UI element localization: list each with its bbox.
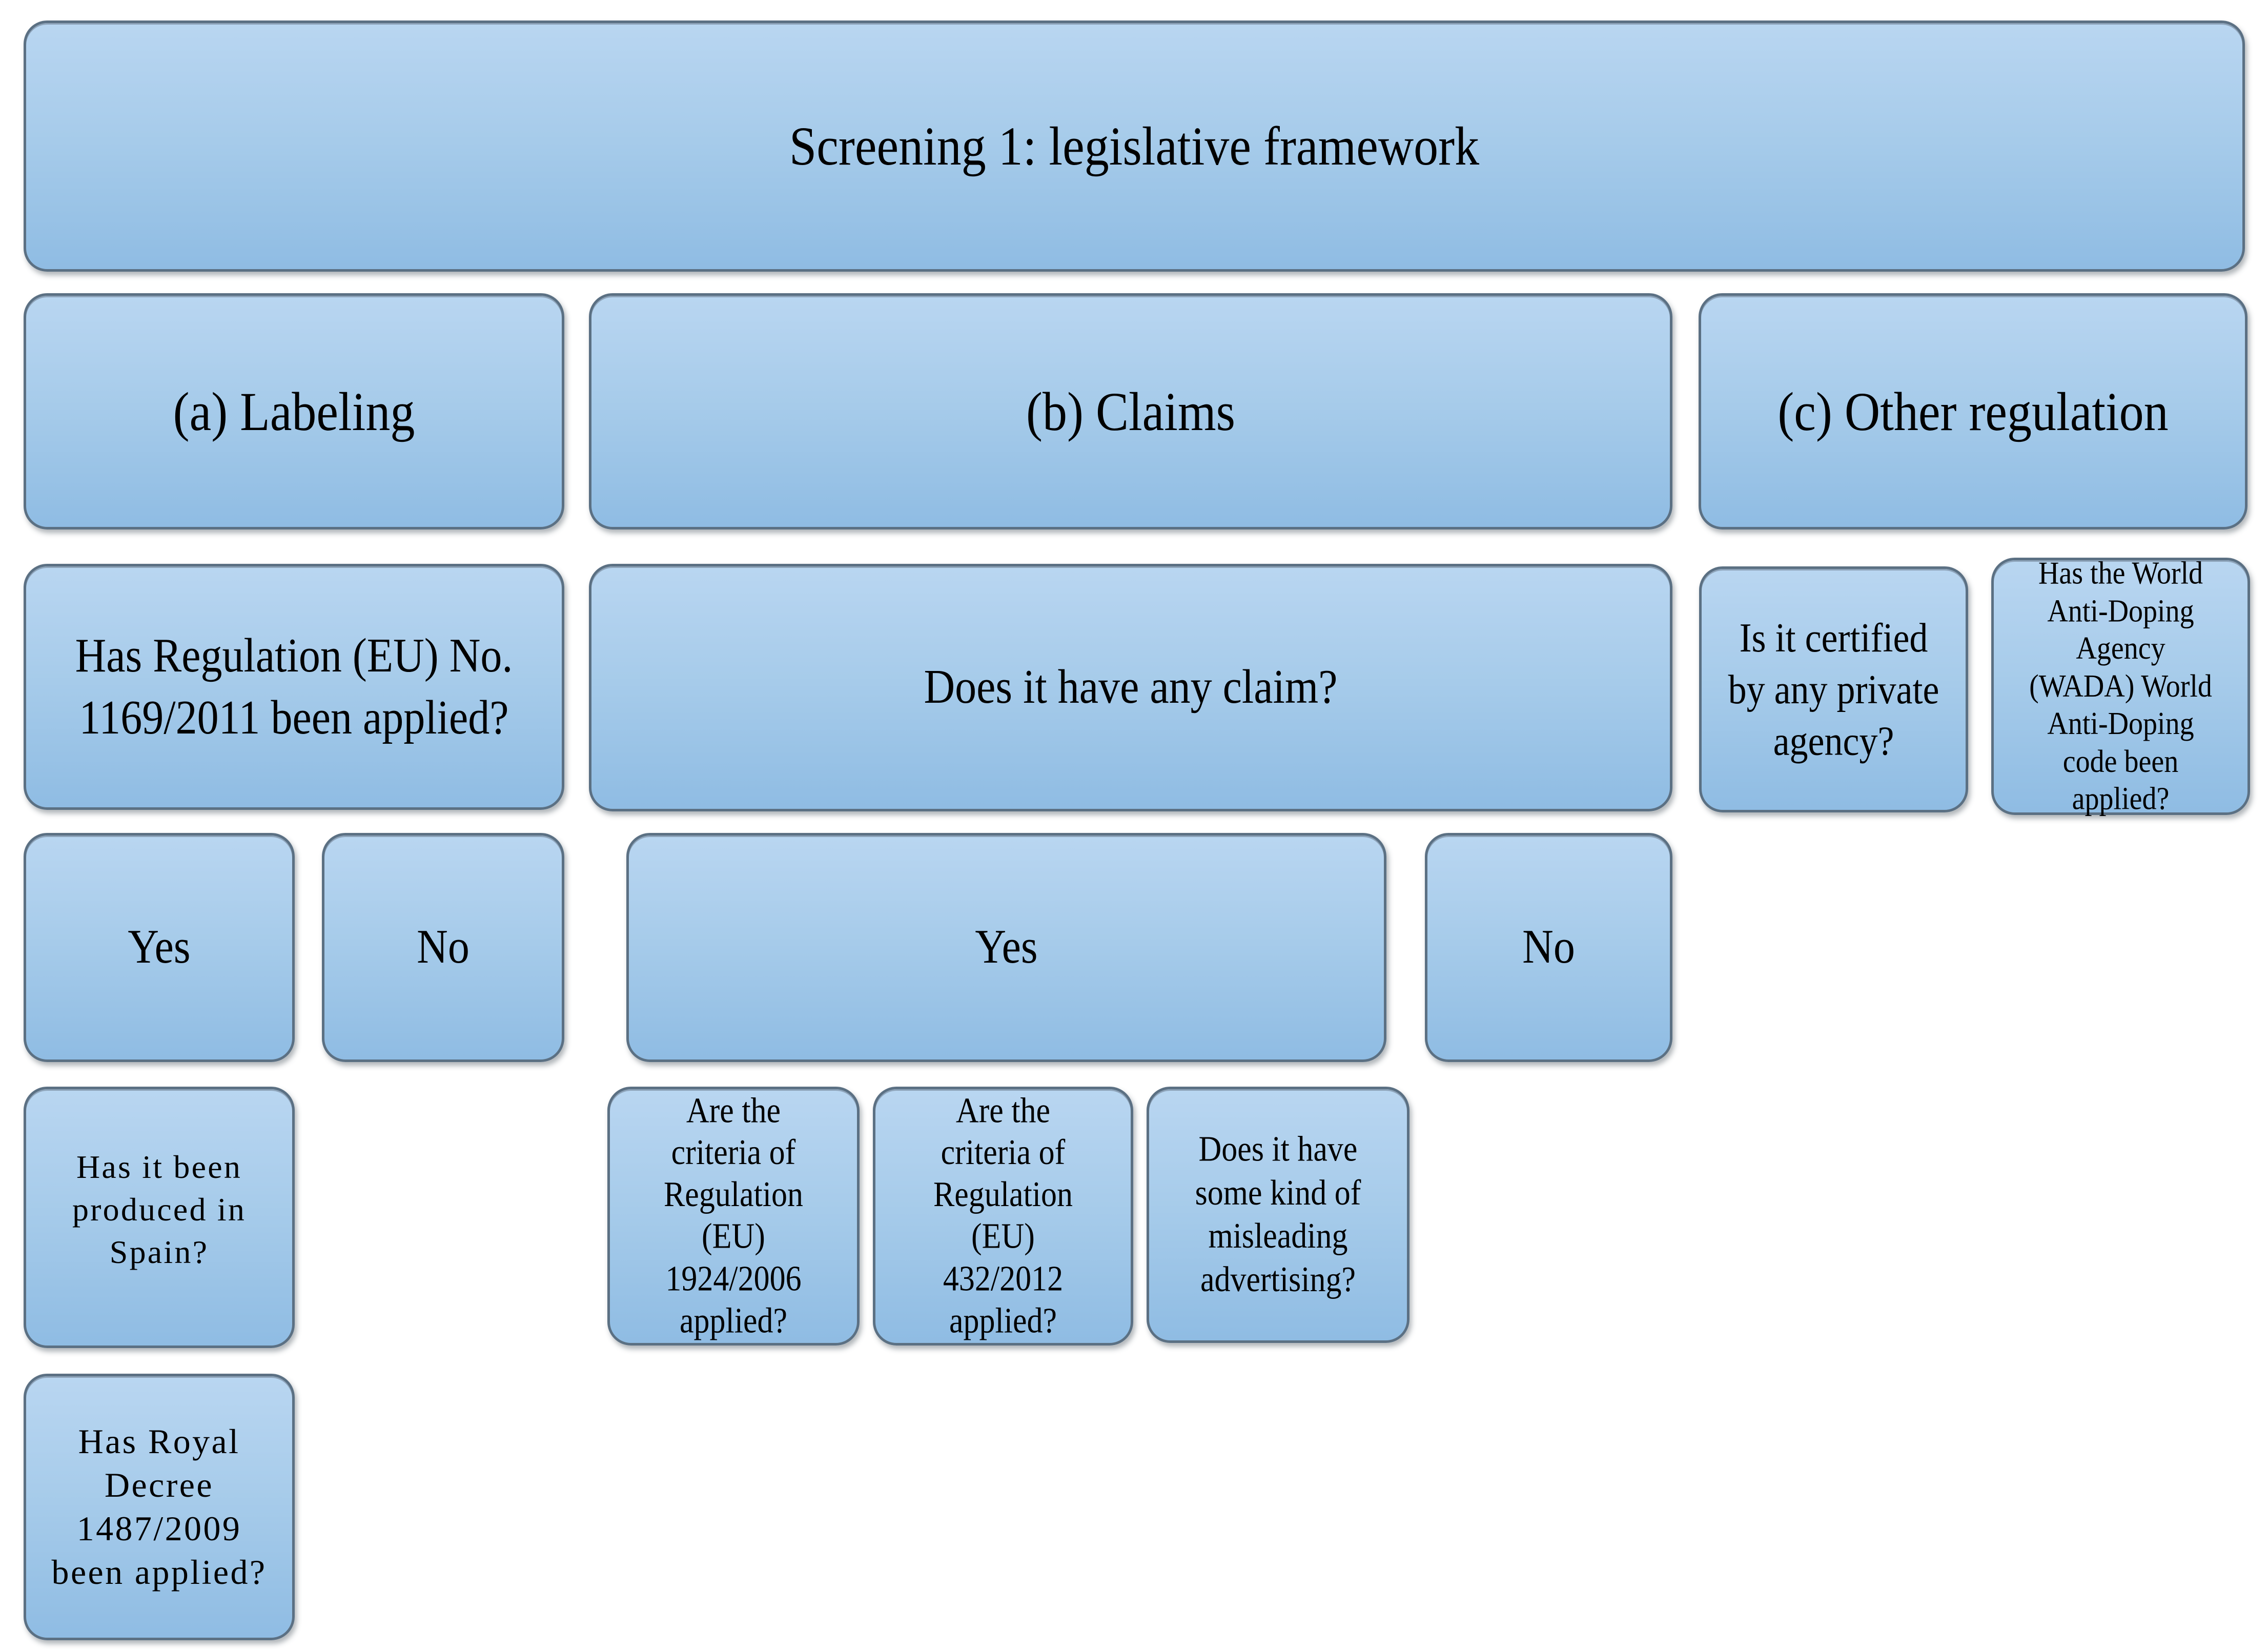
royal-decree-text: Has Royal Decree 1487/2009 been applied? (51, 1422, 267, 1592)
labeling-no-text: No (417, 920, 469, 974)
misleading-advertising-text: Does it have some kind of misleading adv… (1195, 1129, 1361, 1299)
regulation-432-2012-text: Are the criteria of Regulation (EU) 432/… (933, 1091, 1073, 1340)
royal-decree-box: Has Royal Decree 1487/2009 been applied? (24, 1374, 295, 1640)
labeling-no-box: No (322, 833, 564, 1062)
title-text: Screening 1: legislative framework (789, 115, 1480, 177)
labeling-yes-box: Yes (24, 833, 295, 1062)
labeling-question-text: Has Regulation (EU) No. 1169/2011 been a… (75, 629, 513, 744)
produced-in-spain-box: Has it been produced in Spain? (24, 1087, 295, 1348)
other-regulation-header-text: (c) Other regulation (1777, 380, 2169, 442)
claims-header-box: (b) Claims (589, 293, 1672, 529)
private-agency-question-text: Is it certified by any private agency? (1728, 615, 1939, 764)
wada-question-box: Has the World Anti-Doping Agency (WADA) … (1991, 555, 2250, 817)
title-box: Screening 1: legislative framework (24, 21, 2245, 272)
produced-in-spain-text: Has it been produced in Spain? (72, 1149, 247, 1271)
other-regulation-header-box: (c) Other regulation (1699, 293, 2247, 529)
labeling-header-text: (a) Labeling (173, 380, 415, 442)
private-agency-question-box: Is it certified by any private agency? (1699, 566, 1968, 812)
regulation-1924-2006-box: Are the criteria of Regulation (EU) 1924… (607, 1087, 860, 1346)
regulation-432-2012-box: Are the criteria of Regulation (EU) 432/… (873, 1087, 1133, 1346)
labeling-header-box: (a) Labeling (24, 293, 564, 529)
claims-header-text: (b) Claims (1026, 380, 1235, 442)
claims-yes-box: Yes (626, 833, 1386, 1062)
misleading-advertising-box: Does it have some kind of misleading adv… (1147, 1087, 1409, 1343)
claims-question-text: Does it have any claim? (924, 660, 1338, 714)
claims-no-box: No (1425, 833, 1672, 1062)
claims-question-box: Does it have any claim? (589, 564, 1672, 811)
labeling-question-box: Has Regulation (EU) No. 1169/2011 been a… (24, 564, 564, 810)
regulation-1924-2006-text: Are the criteria of Regulation (EU) 1924… (663, 1091, 804, 1340)
claims-yes-text: Yes (975, 920, 1038, 974)
claims-no-text: No (1522, 920, 1575, 974)
labeling-yes-text: Yes (128, 920, 191, 974)
wada-question-text: Has the World Anti-Doping Agency (WADA) … (2029, 555, 2212, 817)
